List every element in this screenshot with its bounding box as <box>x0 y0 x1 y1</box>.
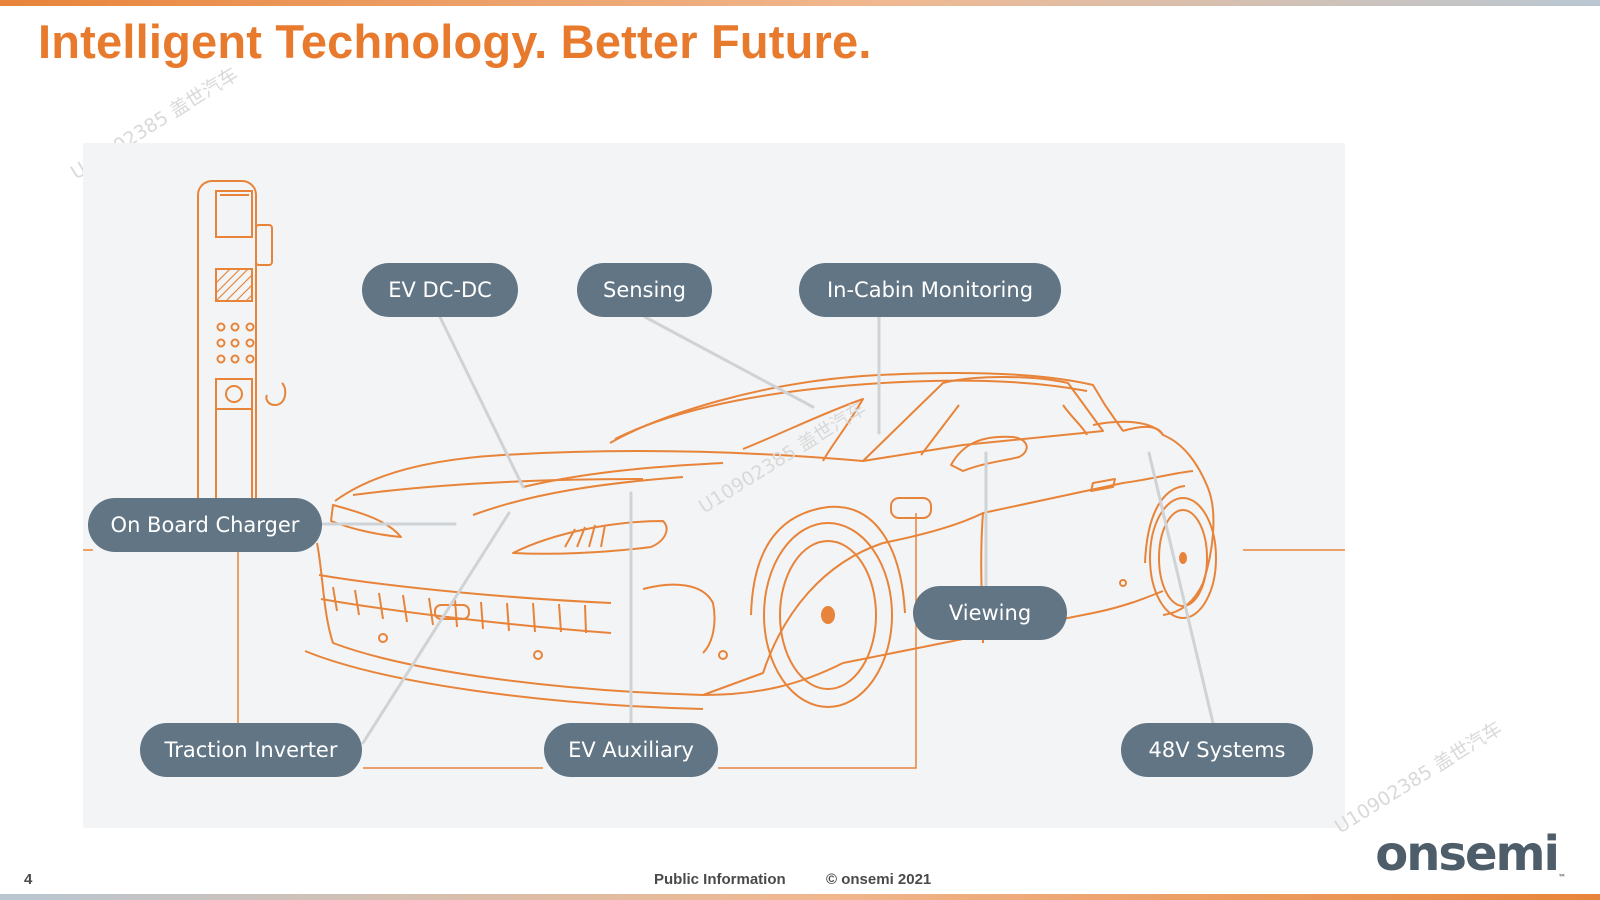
ev-car-diagram <box>83 180 1345 769</box>
page-title: Intelligent Technology. Better Future. <box>38 15 872 68</box>
onsemi-logo: onsemi™ <box>1375 826 1566 882</box>
label-viewing: Viewing <box>913 586 1067 640</box>
classification-label: Public Information <box>654 871 786 888</box>
label-traction-inverter: Traction Inverter <box>140 723 362 777</box>
label-ev-auxiliary: EV Auxiliary <box>544 723 718 777</box>
page-number: 4 <box>24 871 33 888</box>
label-on-board-charger: On Board Charger <box>88 498 322 552</box>
charging-station-icon <box>197 180 287 512</box>
copyright-text: © onsemi 2021 <box>826 871 932 888</box>
bottom-accent-bar <box>0 894 1600 900</box>
label-sensing: Sensing <box>577 263 712 317</box>
diagram-panel: EV DC-DC Sensing In-Cabin Monitoring On … <box>83 143 1345 828</box>
car-illustration <box>304 371 1217 710</box>
label-in-cabin-monitoring: In-Cabin Monitoring <box>799 263 1061 317</box>
logo-text: onsemi <box>1375 826 1560 882</box>
logo-trademark: ™ <box>1558 873 1566 882</box>
wheel-hubs <box>821 552 1187 624</box>
label-48v-systems: 48V Systems <box>1121 723 1313 777</box>
label-ev-dcdc: EV DC-DC <box>362 263 518 317</box>
gray-leader-lines <box>318 315 1215 745</box>
watermark-bottom-right: U10902385 盖世汽车 <box>1330 717 1507 839</box>
top-accent-bar <box>0 0 1600 6</box>
